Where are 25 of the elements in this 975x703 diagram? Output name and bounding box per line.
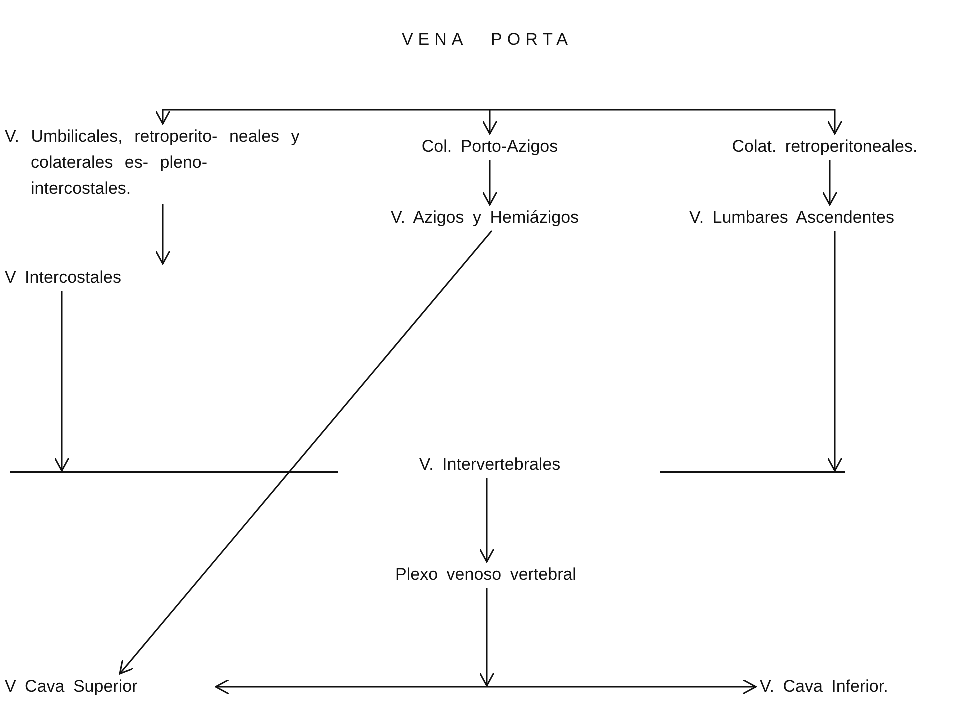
vein-label: V Cava Superior (5, 674, 210, 700)
arrow (119, 230, 493, 675)
vein-label: Col. Porto-Azigos (390, 134, 590, 160)
vein-label: V. Umbilicales, retroperito- neales y colaterales es- pleno-intercostales. (5, 124, 305, 204)
arrow (54, 291, 70, 472)
arrow (482, 160, 498, 206)
vein-label: V. Lumbares Ascendentes (612, 205, 972, 231)
arrow (479, 478, 495, 563)
vein-label: V. Cava Inferior. (760, 674, 970, 700)
arrow (482, 110, 498, 135)
arrow (479, 588, 495, 687)
arrow (155, 204, 171, 265)
vein-label: V. Azigos y Hemiázigos (360, 205, 610, 231)
diagram-title: VENA PORTA (400, 30, 574, 50)
vein-label: V Intercostales (5, 265, 205, 291)
horizontal-bar (10, 471, 338, 474)
arrow (822, 160, 838, 206)
vein-label: Colat. retroperitoneales. (680, 134, 970, 160)
vein-label: V. Intervertebrales (370, 452, 610, 478)
horizontal-bar (660, 471, 845, 474)
arrow (215, 679, 757, 695)
arrow (155, 109, 490, 125)
vein-label: Plexo venoso vertebral (356, 562, 616, 588)
arrow (827, 231, 843, 472)
arrow (490, 109, 843, 135)
